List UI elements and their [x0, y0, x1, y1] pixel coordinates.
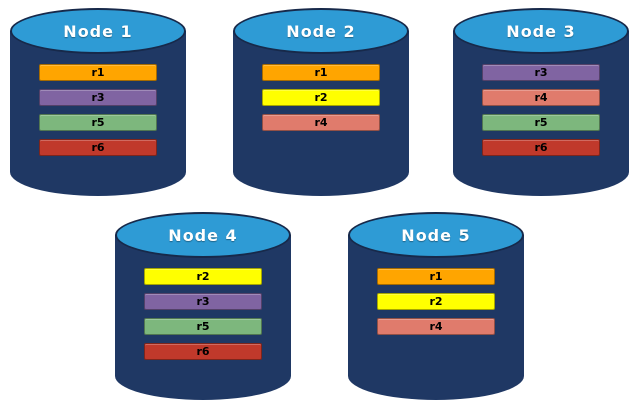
node-cylinder-1: Node 1 r1 r3 r5 r6: [10, 8, 186, 196]
row-list: r2 r3 r5 r6: [144, 268, 262, 360]
cylinder-body: [115, 235, 291, 400]
row-bar: r1: [39, 64, 157, 81]
node-label: Node 5: [401, 225, 471, 245]
row-bar: r3: [482, 64, 600, 81]
row-list: r1 r3 r5 r6: [39, 64, 157, 156]
row-bar: r4: [482, 89, 600, 106]
node-label: Node 3: [506, 21, 576, 41]
row-bar: r4: [262, 114, 380, 131]
node-cylinder-5: Node 5 r1 r2 r4: [348, 212, 524, 400]
row-list: r1 r2 r4: [377, 268, 495, 335]
cylinder-top: Node 4: [115, 212, 291, 258]
row-list: r1 r2 r4: [262, 64, 380, 131]
cylinder-top: Node 2: [233, 8, 409, 54]
row-bar: r5: [482, 114, 600, 131]
row-bar: r5: [39, 114, 157, 131]
cylinder-top: Node 3: [453, 8, 629, 54]
cylinder-body: [10, 31, 186, 196]
row-bar: r3: [144, 293, 262, 310]
node-label: Node 1: [63, 21, 133, 41]
node-cylinder-4: Node 4 r2 r3 r5 r6: [115, 212, 291, 400]
row-list: r3 r4 r5 r6: [482, 64, 600, 156]
node-cylinder-2: Node 2 r1 r2 r4: [233, 8, 409, 196]
row-bar: r2: [377, 293, 495, 310]
row-bar: r3: [39, 89, 157, 106]
row-bar: r5: [144, 318, 262, 335]
row-bar: r4: [377, 318, 495, 335]
cylinder-top: Node 5: [348, 212, 524, 258]
cylinder-top: Node 1: [10, 8, 186, 54]
row-bar: r6: [39, 139, 157, 156]
cylinder-body: [233, 31, 409, 196]
row-bar: r6: [482, 139, 600, 156]
cylinder-body: [453, 31, 629, 196]
row-bar: r1: [262, 64, 380, 81]
row-bar: r1: [377, 268, 495, 285]
node-label: Node 2: [286, 21, 356, 41]
node-cylinder-3: Node 3 r3 r4 r5 r6: [453, 8, 629, 196]
node-label: Node 4: [168, 225, 238, 245]
row-bar: r2: [262, 89, 380, 106]
row-bar: r2: [144, 268, 262, 285]
cylinder-body: [348, 235, 524, 400]
row-bar: r6: [144, 343, 262, 360]
